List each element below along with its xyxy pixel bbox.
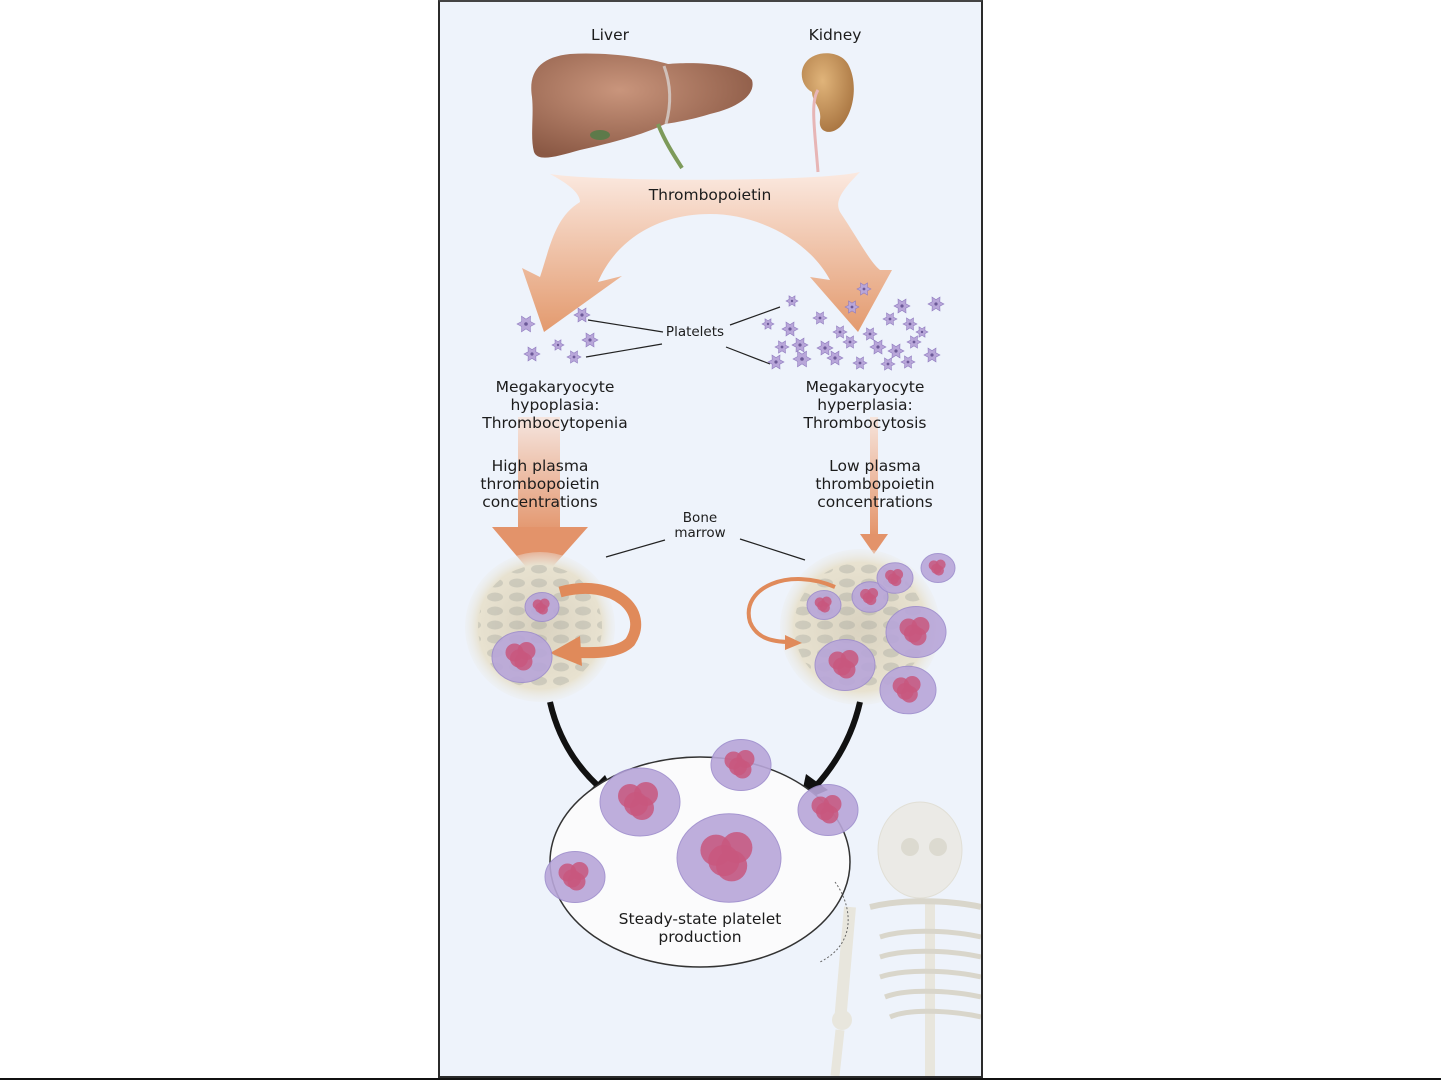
platelet-granule [930,353,933,356]
right-condition-label: Megakaryocyte hyperplasia: Thrombocytosi… [760,378,970,432]
platelet-granule [798,343,801,346]
liver-illustration [531,54,752,168]
platelet-granule [767,323,769,325]
megakaryocyte-nucleus [817,601,827,611]
thrombopoietin-label: Thrombopoietin [600,186,820,204]
megakaryocyte-nucleus [816,803,834,821]
platelet-granule [887,363,890,366]
platelet-granule [530,352,533,355]
platelet-granule [909,323,912,326]
platelet-granule [876,345,879,348]
left-black-arrow [550,702,605,792]
platelet-granule [863,288,866,291]
platelet-granule [851,306,854,309]
platelet-granule [788,327,791,330]
bone-marrow-label: Bone marrow [660,511,740,541]
figure-frame: Liver Kidney Thrombopoietin Platelets Me… [438,0,983,1078]
megakaryocyte-nucleus [904,625,922,643]
platelet-granule [913,341,916,344]
bone-marrow-leader-lines [606,539,805,560]
right-plasma-label: Low plasma thrombopoietin concentrations [785,457,965,511]
liver-label: Liver [570,26,650,44]
platelet-granule [869,333,872,336]
left-bone-marrow [465,552,615,702]
platelet-granule [849,341,852,344]
megakaryocyte-nucleus [535,603,545,613]
platelet-granule [774,360,777,363]
platelet-granule [588,338,591,341]
bottom-divider [0,1078,1441,1080]
platelet-granule [894,349,897,352]
left-plasma-label: High plasma thrombopoietin concentration… [450,457,630,511]
platelet-granule [573,356,576,359]
megakaryocyte-nucleus [624,792,648,816]
platelet-granule [900,304,903,307]
platelet-granule [859,362,862,365]
platelet-granule [781,346,784,349]
skeleton-illustration [832,802,981,1076]
megakaryocyte-nucleus [888,574,899,585]
megakaryocyte-nucleus [510,650,528,668]
platelet-granule [819,317,822,320]
platelet-granule [580,313,583,316]
platelet-granule [791,300,793,302]
megakaryocyte-nucleus [563,870,581,888]
kidney-illustration [802,53,854,172]
megakaryocyte-nucleus [863,593,874,604]
platelet-granule [907,361,910,364]
megakaryocyte-nucleus [833,658,851,676]
megakaryocyte-nucleus [708,845,739,876]
platelet-granule [823,346,826,349]
megakaryocyte-nucleus [729,758,747,776]
platelet-granule [934,302,937,305]
megakaryocyte-nucleus [897,683,914,700]
platelet-granule [833,356,836,359]
platelets-label: Platelets [660,325,730,340]
platelet-granule [839,331,842,334]
megakaryocyte-nucleus [931,564,941,574]
platelet-granule [889,318,892,321]
steady-state-label: Steady-state platelet production [590,910,810,946]
platelet-granule [921,331,923,333]
platelet-granule [800,357,804,361]
kidney-label: Kidney [790,26,880,44]
right-black-arrow [815,702,860,787]
left-condition-label: Megakaryocyte hypoplasia: Thrombocytopen… [450,378,660,432]
platelet-granule [557,344,559,346]
platelet-granule [524,322,528,326]
